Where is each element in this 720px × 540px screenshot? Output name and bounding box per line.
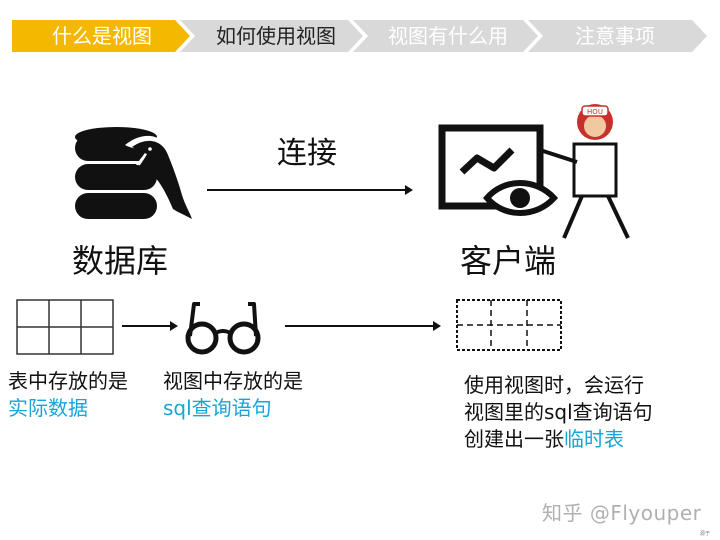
view-caption-highlight: sql查询语句 <box>163 396 272 420</box>
nav-step-4-shape <box>528 20 707 52</box>
temp-table-caption-line2: 视图里的sql查询语句 <box>464 400 653 424</box>
view-to-temp-arrow <box>285 321 441 331</box>
step-nav: 什么是视图 如何使用视图 视图有什么用 注意事项 <box>0 0 720 60</box>
temp-table-caption-line3-prefix: 创建出一张 <box>464 427 564 451</box>
temp-table-caption-line3: 创建出一张临时表 <box>464 426 653 453</box>
temporary-table-icon <box>456 299 562 351</box>
view-caption-line1: 视图中存放的是 <box>163 369 303 393</box>
connect-label: 连接 <box>277 136 337 171</box>
connect-arrow <box>207 185 413 195</box>
temp-table-caption-line3-highlight: 临时表 <box>564 427 624 451</box>
step-nav-shapes <box>12 20 707 52</box>
nav-step-1-shape <box>12 20 190 52</box>
table-to-view-arrow <box>122 321 178 331</box>
tab-view-usage[interactable]: 视图有什么用 <box>388 24 508 48</box>
table-caption-highlight: 实际数据 <box>8 396 88 420</box>
table-icon <box>16 299 114 355</box>
table-caption-line1: 表中存放的是 <box>8 369 128 393</box>
client-icon: HOU <box>438 104 630 239</box>
temp-table-caption-line1: 使用视图时，会运行 <box>464 373 644 397</box>
database-icon <box>75 127 198 223</box>
temp-table-caption: 使用视图时，会运行 视图里的sql查询语句 创建出一张临时表 <box>464 372 653 453</box>
corner-text: 源于 <box>700 531 711 537</box>
database-label: 数据库 <box>72 242 169 280</box>
view-caption: 视图中存放的是 sql查询语句 <box>163 368 303 422</box>
nav-step-2-shape <box>180 20 363 52</box>
tab-notes[interactable]: 注意事项 <box>575 24 655 48</box>
glasses-icon <box>185 302 261 355</box>
tab-what-is-view[interactable]: 什么是视图 <box>52 24 152 48</box>
tab-how-to-use-view[interactable]: 如何使用视图 <box>216 24 336 48</box>
client-icon-sign: HOU <box>587 108 603 116</box>
client-label: 客户端 <box>460 242 557 280</box>
table-caption: 表中存放的是 实际数据 <box>8 368 128 422</box>
watermark: 知乎 @Flyouper <box>542 501 702 525</box>
nav-step-3-shape <box>353 20 538 52</box>
